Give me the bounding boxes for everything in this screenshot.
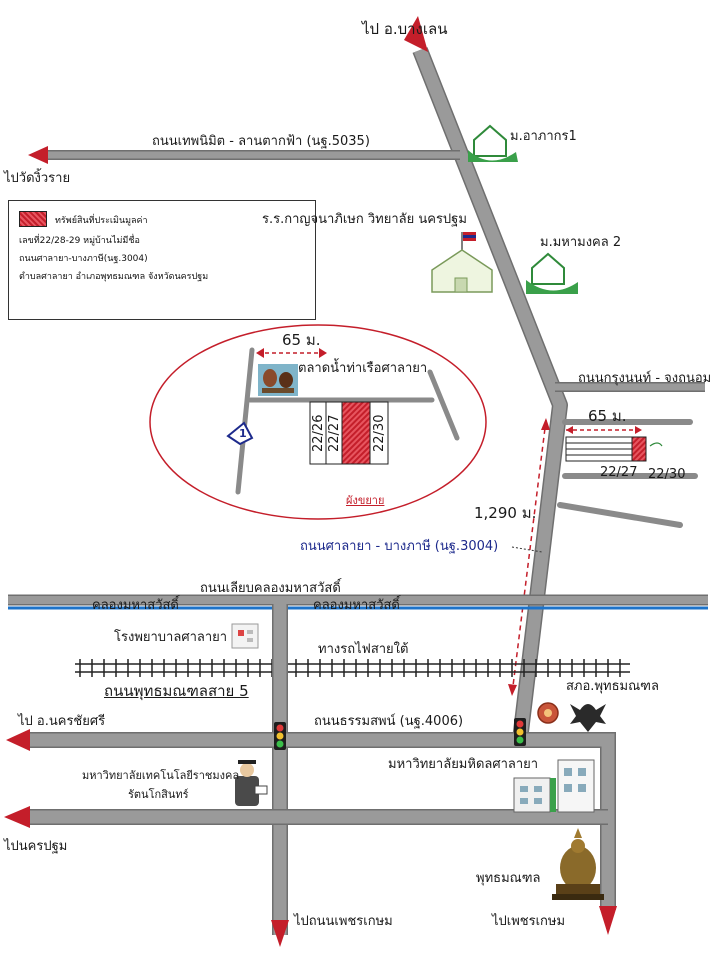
branch-roads-right: [557, 419, 698, 528]
label-m-arpakorn: ม.อาภากร1: [510, 129, 577, 144]
arrow-north-icon: [404, 16, 428, 52]
distance-1290-line: [508, 418, 550, 696]
label-lot-2227: 22/27: [327, 414, 342, 452]
plot-inset-lots: [309, 401, 389, 465]
label-road-thammasop: ถนนธรรมสพน์ (นฐ.4006): [314, 714, 464, 729]
label-to-nakhon-chai-si: ไป อ.นครชัยศรี: [18, 714, 106, 729]
distance-inset-arrow: [256, 348, 327, 358]
label-canal-left: คลองมหาสวัสดิ์: [92, 598, 179, 613]
enlarge-ellipse: [149, 324, 487, 520]
label-main-lot-2227: 22/27: [600, 465, 638, 480]
floating-market-icon: [258, 364, 298, 396]
label-police: สภอ.พุทธมณฑล: [566, 679, 659, 694]
label-lot-2226: 22/26: [311, 414, 326, 452]
label-distance-long: 1,290 ม.: [474, 504, 537, 522]
village-mahamongkol-icon: [526, 252, 578, 294]
mahidol-building-icon: [513, 759, 595, 813]
legend-line-4: ตำบลศาลายา อำเภอพุทธมณฑล จังหวัดนครปฐม: [19, 272, 209, 282]
legend-line-3: ถนนศาลายา-บางภาษี(นฐ.3004): [19, 254, 148, 264]
label-school: ร.ร.กาญจนาภิเษก วิทยาลัย นครปฐม: [262, 212, 467, 227]
label-rmutr-line2: รัตนโกสินทร์: [128, 788, 189, 801]
salaya-road-leader: [511, 546, 543, 553]
label-to-wat-ngio-rai: ไปวัดงิ้วราย: [4, 171, 71, 186]
label-salaya-hospital: โรงพยาบาลศาลายา: [114, 630, 228, 645]
label-phutthamonthon: พุทธมณฑล: [476, 871, 541, 886]
buddha-statue-icon: [552, 828, 604, 900]
plot-inset-right: [565, 426, 663, 462]
arrow-south-phetkasem-icon: [599, 906, 617, 935]
main-road-north: [412, 47, 568, 741]
label-distance-main: 65 ม.: [588, 407, 627, 425]
garuda-icon: [570, 704, 606, 732]
label-road-liap-khlong: ถนนเลียบคลองมหาสวัสดิ์: [200, 581, 341, 596]
arrow-south-phetkasem-road-icon: [271, 920, 289, 947]
hospital-icon: [231, 623, 259, 649]
label-road-salaya-bangphasi: ถนนศาลายา - บางภาษี (นฐ.3004): [300, 539, 499, 554]
label-rmutr-line1: มหาวิทยาลัยเทคโนโลยีราชมงคล: [82, 769, 240, 782]
map-legend: ทรัพย์สินที่ประเมินมูลค่า เลขที่22/28-29…: [8, 200, 316, 320]
road-thammasop: [30, 732, 616, 910]
label-to-phetkasem: ไปเพชรเกษม: [492, 914, 566, 929]
legend-hatch-swatch: [19, 211, 47, 227]
school-icon: [431, 232, 493, 293]
label-to-nakhon-pathom: ไปนครปฐม: [4, 839, 68, 854]
label-mahidol: มหาวิทยาลัยมหิดลศาลายา: [388, 757, 539, 772]
arrow-west-wat-icon: [28, 146, 48, 164]
legend-line-2: เลขที่22/28-29 หมู่บ้านไม่มีชื่อ: [19, 236, 140, 246]
label-lot-2230: 22/30: [372, 414, 387, 452]
label-to-bang-len: ไป อ.บางเลน: [362, 20, 448, 38]
label-road-marker: 1: [239, 427, 247, 440]
arrow-west-nakhon-chai-si-icon: [6, 729, 30, 751]
police-seal-icon: [537, 702, 559, 724]
label-canal-right: คลองมหาสวัสดิ์: [313, 598, 400, 613]
traffic-light-right-icon: [514, 718, 526, 746]
label-road-krungnon: ถนนกรุงนนท์ - จงถนอม: [578, 371, 712, 386]
label-road-thepnimit: ถนนเทพนิมิต - ลานตากฟ้า (นฐ.5035): [152, 134, 370, 149]
legend-line-1: ทรัพย์สินที่ประเมินมูลค่า: [55, 216, 148, 226]
railway-line: [75, 659, 630, 677]
inset-roads: [235, 347, 460, 495]
label-main-lot-2230: 22/30: [648, 467, 686, 482]
graduate-icon: [235, 760, 268, 806]
arrow-west-nakhon-pathom-icon: [4, 806, 30, 828]
label-distance-inset: 65 ม.: [282, 331, 321, 349]
label-road-phutthamonthon-5: ถนนพุทธมณฑลสาย 5: [104, 682, 249, 700]
label-enlarge: ผังขยาย: [346, 494, 385, 507]
label-m-mahamongkol: ม.มหามงคล 2: [540, 235, 622, 250]
road-marker-icon: [226, 421, 254, 446]
village-arpakorn-icon: [468, 124, 518, 162]
label-railway: ทางรถไฟสายใต้: [318, 642, 409, 657]
label-to-phetkasem-road: ไปถนนเพชรเกษม: [294, 914, 393, 929]
label-floating-market: ตลาดน้ำท่าเรือศาลายา: [298, 361, 428, 376]
traffic-light-left-icon: [274, 722, 286, 750]
